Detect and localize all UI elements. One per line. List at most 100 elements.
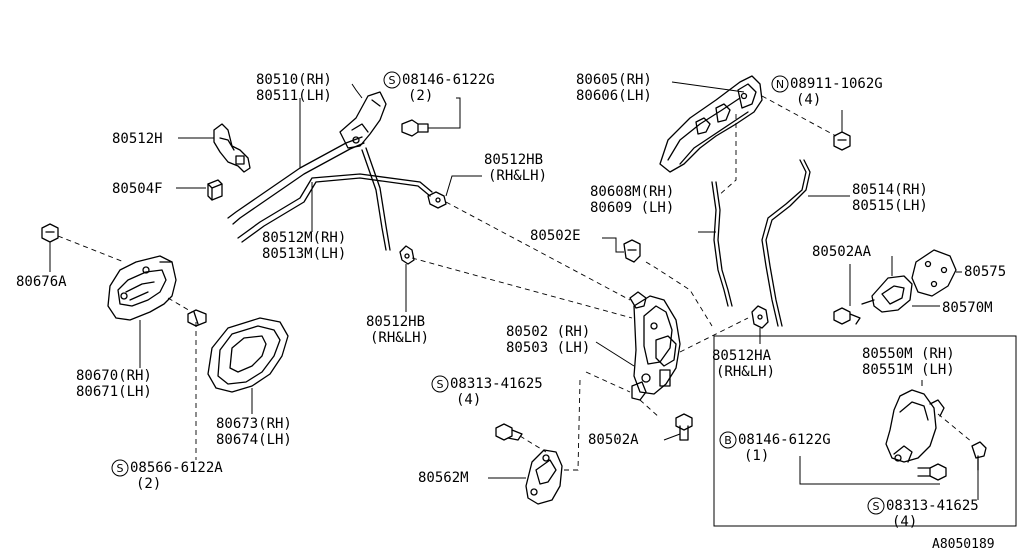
dash-link-handle (717, 114, 737, 197)
dash-link-2 (411, 257, 633, 319)
block-80504f (207, 179, 223, 201)
label-80515: 80515(LH) (852, 198, 928, 214)
rod-vertical-80510 (361, 147, 391, 251)
label-80676a: 80676A (16, 274, 67, 290)
actuator-80550m (885, 380, 945, 463)
dash-lock-2 (679, 317, 749, 353)
rod-80514 (761, 159, 850, 327)
svg-text:S: S (389, 74, 396, 87)
label-80512ha: 80512HA (712, 348, 772, 364)
symbol-s-08313-left: S (431, 375, 449, 393)
dash-link-80676a (57, 235, 125, 263)
label-80512hb-top: 80512HB (484, 152, 543, 168)
bezel-80673 (207, 317, 289, 414)
label-08911-qty: (4) (796, 92, 821, 108)
label-80502aa: 80502AA (812, 244, 872, 260)
label-80512hb-mid: 80512HB (366, 314, 425, 330)
dash-link-screw (167, 297, 193, 313)
label-80670: 80670(RH) (76, 368, 152, 384)
label-80512hb-top-side: (RH&LH) (488, 168, 547, 184)
svg-text:S: S (117, 462, 124, 475)
symbol-s-08146-top: S (383, 71, 401, 89)
label-80502a: 80502A (588, 432, 639, 448)
bolt-08313-left (495, 423, 523, 441)
svg-text:S: S (873, 500, 880, 513)
label-08146-inset-qty: (1) (744, 448, 769, 464)
rod-80512m (237, 173, 433, 243)
inside-handle-80670 (107, 255, 177, 368)
diagram-id: A8050189 (932, 537, 995, 552)
label-80551m: 80551M (LH) (862, 362, 955, 378)
label-80511: 80511(LH) (256, 88, 332, 104)
label-08313-left-code: 08313-41625 (450, 376, 543, 392)
dash-lock-1 (645, 261, 713, 327)
label-08566-qty: (2) (136, 476, 161, 492)
clip-80512ha (751, 305, 769, 344)
dash-lock-4 (585, 371, 631, 393)
dash-lock-5 (562, 379, 581, 471)
label-80512ha-side: (RH&LH) (716, 364, 775, 380)
label-80570m: 80570M (942, 300, 993, 316)
screw-08566 (187, 309, 207, 327)
outside-handle-80605 (659, 75, 763, 173)
label-08313-right-code: 08313-41625 (886, 498, 979, 514)
clip-80512h (213, 123, 251, 173)
label-80671: 80671(LH) (76, 384, 152, 400)
label-08911-code: 08911-1062G (790, 76, 883, 92)
screw-08313-inset (971, 441, 987, 500)
label-08566-code: 08566-6122A (130, 460, 223, 476)
bolt-08146-inset (799, 456, 947, 485)
label-80512hb-mid-side: (RH&LH) (370, 330, 429, 346)
clip-80512hb-mid (399, 245, 415, 312)
label-80502e: 80502E (530, 228, 581, 244)
label-80609: 80609 (LH) (590, 200, 674, 216)
dash-link-1 (445, 201, 631, 301)
label-80512m: 80512M(RH) (262, 230, 346, 246)
nut-08911 (833, 110, 851, 151)
fastener-80676a (41, 223, 59, 272)
bolt-08146-top (401, 97, 461, 137)
label-80502: 80502 (RH) (506, 324, 590, 340)
actuator-80562m (488, 449, 563, 505)
label-80575: 80575 (964, 264, 1006, 280)
leader-80605 (671, 81, 745, 93)
label-80504f: 80504F (112, 181, 163, 197)
label-80513m: 80513M(LH) (262, 246, 346, 262)
clip-80512hb-top (427, 175, 482, 209)
svg-text:N: N (776, 78, 784, 91)
svg-text:S: S (437, 378, 444, 391)
symbol-n-08911: N (771, 75, 789, 93)
shim-80575 (911, 249, 962, 297)
bracket-80510 (339, 91, 387, 149)
label-08313-left-qty: (4) (456, 392, 481, 408)
svg-text:B: B (724, 434, 732, 447)
label-08313-right-qty: (4) (892, 514, 917, 530)
label-80605: 80605(RH) (576, 72, 652, 88)
inset-box-80550m (713, 335, 1017, 527)
symbol-s-08313-right: S (867, 497, 885, 515)
label-80510: 80510(RH) (256, 72, 332, 88)
label-80514: 80514(RH) (852, 182, 928, 198)
label-08146-inset-code: 08146-6122G (738, 432, 831, 448)
door-lock-80502 (595, 291, 681, 401)
dash-actuator (519, 435, 547, 453)
rod-80510 (227, 136, 365, 225)
bolt-80502a (663, 413, 693, 441)
label-08146-top-qty: (2) (408, 88, 433, 104)
symbol-s-08566: S (111, 459, 129, 477)
bolt-80502aa (833, 264, 861, 325)
label-80674: 80674(LH) (216, 432, 292, 448)
label-80562m: 80562M (418, 470, 469, 486)
label-80673: 80673(RH) (216, 416, 292, 432)
dash-lock-3 (639, 399, 661, 419)
label-80503: 80503 (LH) (506, 340, 590, 356)
label-08146-top-code: 08146-6122G (402, 72, 495, 88)
leader-80510-b (351, 83, 363, 99)
symbol-b-08146: B (719, 431, 737, 449)
clip-80502e (602, 237, 641, 263)
striker-80570m (861, 275, 940, 313)
label-80608m: 80608M(RH) (590, 184, 674, 200)
label-80550m: 80550M (RH) (862, 346, 955, 362)
